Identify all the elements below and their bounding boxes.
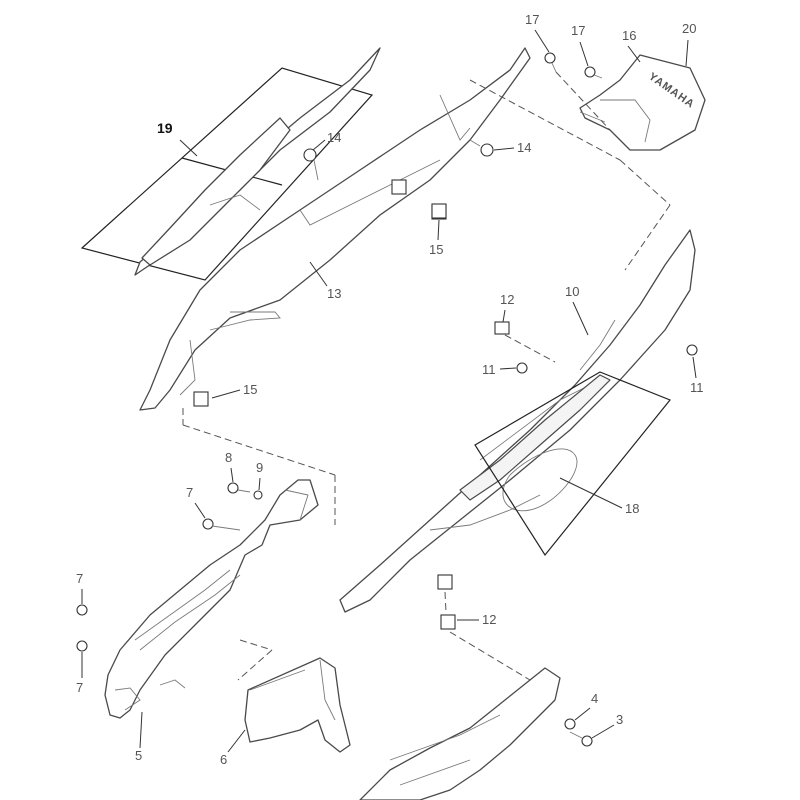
callout-12-a: 12: [500, 292, 514, 307]
callout-13: 13: [327, 286, 341, 301]
bolt-8[interactable]: [227, 482, 251, 494]
callout-18: 18: [625, 501, 639, 516]
bolt-17-a[interactable]: [544, 52, 557, 73]
callout-15-b: 15: [243, 382, 257, 397]
part-16-rear-grip[interactable]: YAMAHA: [579, 54, 706, 151]
part-5-lower-cover[interactable]: [104, 479, 319, 719]
clip-15-b[interactable]: [193, 391, 209, 407]
callout-17-a: 17: [525, 12, 539, 27]
callout-15-a: 15: [429, 242, 443, 257]
callout-9: 9: [256, 460, 263, 475]
callout-20: 20: [682, 21, 696, 36]
part-10-rear-panel[interactable]: [339, 229, 696, 613]
washer-4[interactable]: [564, 718, 576, 730]
bolt-7-c[interactable]: [76, 640, 88, 652]
callout-11-b: 11: [690, 380, 704, 395]
callout-14-a: 14: [327, 130, 341, 145]
bolt-3[interactable]: [569, 731, 593, 747]
callout-11-a: 11: [482, 362, 496, 377]
part-18-decal[interactable]: [474, 371, 671, 557]
callout-6: 6: [220, 752, 227, 767]
bolt-11-a[interactable]: [516, 362, 528, 374]
callout-16: 16: [622, 28, 636, 43]
callout-5: 5: [135, 748, 142, 763]
part-19-emblem[interactable]: [80, 47, 381, 281]
callout-7-a: 7: [186, 485, 193, 500]
part-6-inner-cover[interactable]: [244, 657, 351, 753]
part-13-side-cover[interactable]: [139, 47, 531, 411]
clip-12-b[interactable]: [437, 574, 456, 630]
callout-7-b: 7: [76, 571, 83, 586]
bolt-7-a[interactable]: [202, 518, 241, 531]
callout-4: 4: [591, 691, 598, 706]
callout-17-b: 17: [571, 23, 585, 38]
callout-14-b: 14: [517, 140, 531, 155]
bolt-7-b[interactable]: [76, 604, 88, 616]
callout-19: 19: [157, 120, 173, 136]
callout-8: 8: [225, 450, 232, 465]
part-lower-rear-piece[interactable]: [359, 667, 561, 800]
callout-3: 3: [616, 712, 623, 727]
clip-15-a[interactable]: [431, 203, 447, 219]
bolt-11-b[interactable]: [686, 344, 698, 356]
callout-12-b: 12: [482, 612, 496, 627]
callout-10: 10: [565, 284, 579, 299]
bolt-14-b[interactable]: [469, 139, 494, 157]
bolt-14-a[interactable]: [303, 148, 319, 181]
bolt-17-b[interactable]: [584, 66, 603, 79]
callout-7-c: 7: [76, 680, 83, 695]
washer-9[interactable]: [253, 490, 263, 500]
clip-12-a[interactable]: [494, 321, 510, 335]
